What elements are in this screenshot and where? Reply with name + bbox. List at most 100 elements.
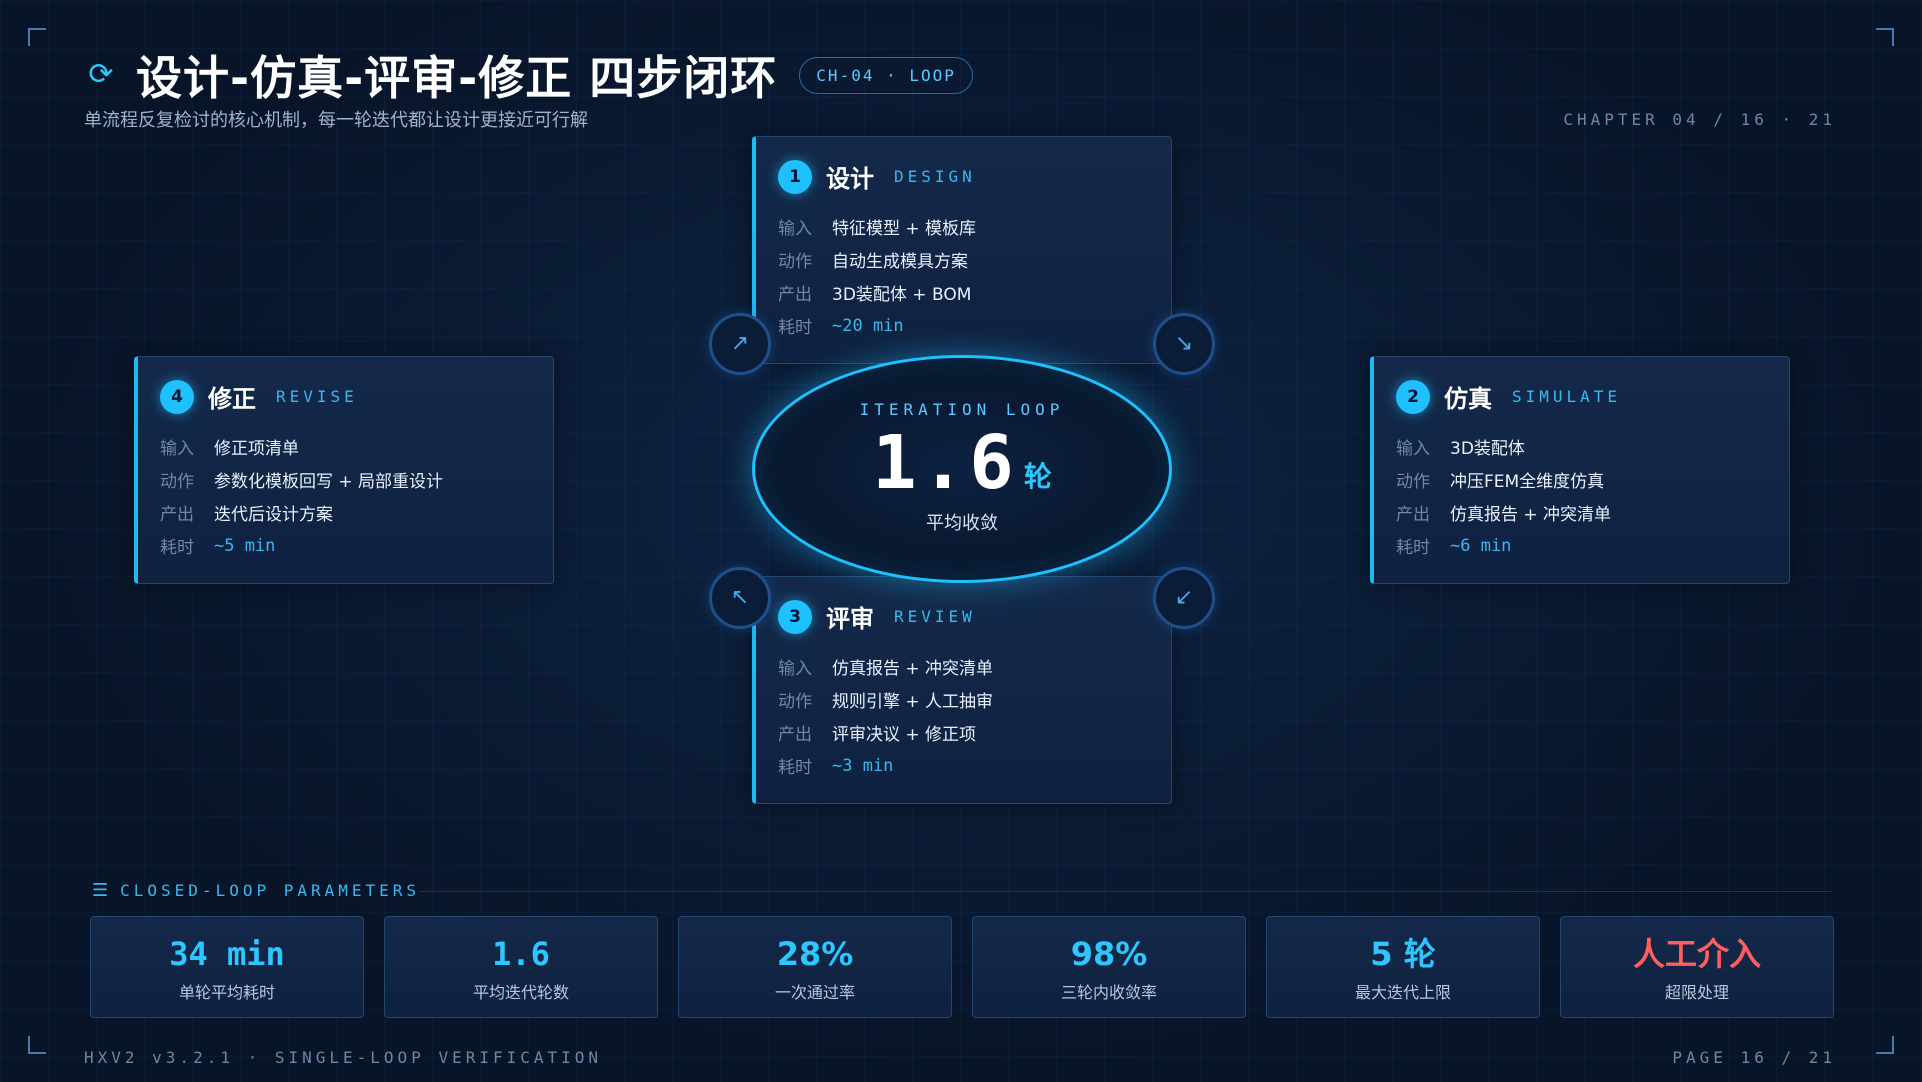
step-row-action: 动作冲压FEM全维度仿真 bbox=[1396, 463, 1767, 496]
stat-label: 最大迭代上限 bbox=[1354, 983, 1451, 1002]
stat-label: 三轮内收敛率 bbox=[1060, 983, 1157, 1002]
step-number-badge: 4 bbox=[160, 379, 194, 414]
iteration-loop-hub: ITERATION LOOP 1.6 轮 平均收敛 bbox=[752, 355, 1172, 583]
corner-frame-top-right bbox=[1876, 28, 1894, 46]
average-iterations-unit: 轮 bbox=[1023, 460, 1052, 493]
row-value: 修正项清单 bbox=[214, 439, 299, 459]
row-value: ~5 min bbox=[214, 535, 276, 556]
page-title: 设计-仿真-评审-修正 四步闭环 bbox=[136, 51, 778, 105]
row-key: 动作 bbox=[160, 472, 194, 492]
step-row-action: 动作自动生成模具方案 bbox=[778, 243, 1149, 276]
iteration-loop-label: ITERATION LOOP bbox=[859, 400, 1065, 419]
row-key: 输入 bbox=[778, 659, 812, 679]
stat-card: 98% 三轮内收敛率 bbox=[972, 916, 1246, 1018]
step-row-duration: 耗时 ~20 min bbox=[778, 309, 1149, 342]
row-value: 参数化模板回写 + 局部重设计 bbox=[214, 472, 444, 492]
step-name: 仿真 bbox=[1444, 385, 1492, 413]
step-card-review: 3 评审 REVIEW 输入仿真报告 + 冲突清单 动作规则引擎 + 人工抽审 … bbox=[752, 576, 1172, 804]
arrow-southwest-icon: ↙ bbox=[1153, 567, 1215, 629]
stat-label: 超限处理 bbox=[1664, 983, 1729, 1002]
corner-frame-bottom-left bbox=[28, 1036, 46, 1054]
step-english-name: REVISE bbox=[276, 387, 358, 406]
row-value: 仿真报告 + 冲突清单 bbox=[1450, 505, 1612, 525]
average-convergence-caption: 平均收敛 bbox=[926, 513, 998, 534]
page-subtitle: 单流程反复检讨的核心机制，每一轮迭代都让设计更接近可行解 bbox=[84, 110, 588, 131]
stat-value: 98% bbox=[1070, 935, 1148, 973]
stat-label: 单轮平均耗时 bbox=[178, 983, 275, 1002]
step-number-badge: 3 bbox=[778, 599, 812, 634]
footer-page-number: PAGE 16 / 21 bbox=[1672, 1048, 1836, 1067]
row-value: 仿真报告 + 冲突清单 bbox=[832, 659, 994, 679]
row-value: 特征模型 + 模板库 bbox=[832, 219, 977, 239]
arrow-northeast-icon: ↗ bbox=[709, 313, 771, 375]
stat-label: 一次通过率 bbox=[774, 983, 855, 1002]
average-iterations-value: 1.6 bbox=[872, 420, 1018, 506]
row-key: 动作 bbox=[778, 692, 812, 712]
stat-label: 平均迭代轮数 bbox=[472, 983, 569, 1002]
row-key: 动作 bbox=[1396, 472, 1430, 492]
stat-value: 5 轮 bbox=[1370, 935, 1436, 973]
step-row-output: 产出评审决议 + 修正项 bbox=[778, 716, 1149, 749]
step-number-badge: 1 bbox=[778, 159, 812, 194]
step-card-revise: 4 修正 REVISE 输入修正项清单 动作参数化模板回写 + 局部重设计 产出… bbox=[134, 356, 554, 584]
row-key: 输入 bbox=[160, 439, 194, 459]
row-key: 动作 bbox=[778, 252, 812, 272]
arrow-southeast-icon: ↘ bbox=[1153, 313, 1215, 375]
row-key: 输入 bbox=[778, 219, 812, 239]
refresh-loop-icon: ⟳ bbox=[88, 57, 114, 92]
step-row-input: 输入修正项清单 bbox=[160, 430, 531, 463]
row-value: 规则引擎 + 人工抽审 bbox=[832, 692, 994, 712]
step-row-duration: 耗时 ~6 min bbox=[1396, 529, 1767, 562]
arrow-northwest-icon: ↖ bbox=[709, 567, 771, 629]
page-header: ⟳ 设计-仿真-评审-修正 四步闭环 CH-04 · LOOP bbox=[84, 42, 973, 108]
stat-card: 1.6 平均迭代轮数 bbox=[384, 916, 658, 1018]
parameter-stats: 34 min 单轮平均耗时 1.6 平均迭代轮数 28% 一次通过率 98% 三… bbox=[90, 916, 1834, 1018]
row-value: 3D装配体 bbox=[1450, 439, 1525, 459]
stat-value: 34 min bbox=[169, 935, 285, 973]
step-name: 设计 bbox=[826, 165, 874, 193]
step-row-output: 产出迭代后设计方案 bbox=[160, 496, 531, 529]
row-value: 迭代后设计方案 bbox=[214, 505, 333, 525]
chapter-chip: CH-04 · LOOP bbox=[799, 56, 973, 94]
corner-frame-bottom-right bbox=[1876, 1036, 1894, 1054]
row-value: ~20 min bbox=[832, 315, 904, 336]
step-row-duration: 耗时 ~5 min bbox=[160, 529, 531, 562]
row-key: 产出 bbox=[1396, 505, 1430, 525]
chapter-indicator: CHAPTER 04 / 16 · 21 bbox=[1563, 110, 1836, 129]
row-key: 耗时 bbox=[160, 538, 194, 558]
step-row-input: 输入特征模型 + 模板库 bbox=[778, 210, 1149, 243]
stat-card: 28% 一次通过率 bbox=[678, 916, 952, 1018]
step-name: 评审 bbox=[826, 605, 874, 633]
step-number-badge: 2 bbox=[1396, 379, 1430, 414]
row-key: 耗时 bbox=[1396, 538, 1430, 558]
row-key: 耗时 bbox=[778, 318, 812, 338]
row-value: 3D装配体 + BOM bbox=[832, 285, 972, 305]
step-row-input: 输入仿真报告 + 冲突清单 bbox=[778, 650, 1149, 683]
stat-value: 28% bbox=[776, 935, 854, 973]
row-value: 冲压FEM全维度仿真 bbox=[1450, 472, 1605, 492]
row-value: ~3 min bbox=[832, 755, 894, 776]
stat-value: 1.6 bbox=[492, 935, 550, 973]
stat-card: 34 min 单轮平均耗时 bbox=[90, 916, 364, 1018]
row-key: 耗时 bbox=[778, 758, 812, 778]
row-key: 产出 bbox=[778, 285, 812, 305]
parameters-divider bbox=[420, 891, 1832, 892]
step-card-design: 1 设计 DESIGN 输入特征模型 + 模板库 动作自动生成模具方案 产出 3D… bbox=[752, 136, 1172, 364]
stat-card: 人工介入 超限处理 bbox=[1560, 916, 1834, 1018]
step-english-name: DESIGN bbox=[894, 167, 976, 186]
corner-frame-top-left bbox=[28, 28, 46, 46]
row-value: ~6 min bbox=[1450, 535, 1512, 556]
row-key: 产出 bbox=[160, 505, 194, 525]
footer-version: HXV2 v3.2.1 · SINGLE-LOOP VERIFICATION bbox=[84, 1048, 603, 1067]
step-row-output: 产出仿真报告 + 冲突清单 bbox=[1396, 496, 1767, 529]
row-value: 自动生成模具方案 bbox=[832, 252, 968, 272]
stat-value: 人工介入 bbox=[1632, 935, 1761, 973]
stat-card: 5 轮 最大迭代上限 bbox=[1266, 916, 1540, 1018]
row-key: 产出 bbox=[778, 725, 812, 745]
step-name: 修正 bbox=[208, 385, 256, 413]
row-value: 评审决议 + 修正项 bbox=[832, 725, 977, 745]
step-row-action: 动作规则引擎 + 人工抽审 bbox=[778, 683, 1149, 716]
sliders-icon: ☰ bbox=[92, 880, 109, 901]
